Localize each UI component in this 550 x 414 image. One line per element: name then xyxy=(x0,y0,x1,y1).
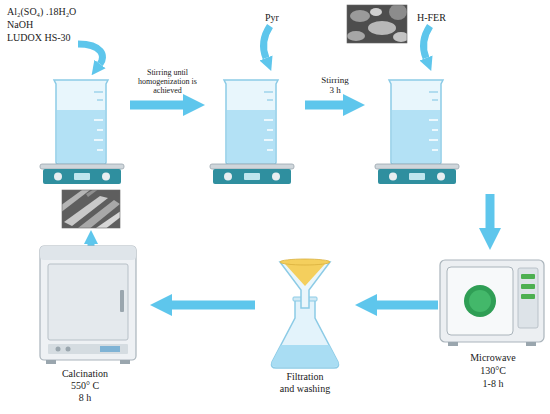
feed-arrow xyxy=(263,26,270,58)
calcination-oven xyxy=(40,246,136,364)
step-label: Filtration and washing xyxy=(279,371,331,395)
feed-arrow xyxy=(423,26,430,58)
process-step: Calcination550° C8 h xyxy=(20,240,150,412)
stirrer-beaker xyxy=(375,80,459,184)
stirrer-beaker xyxy=(210,80,294,184)
step-label: Calcination xyxy=(20,368,150,380)
flow-arrow xyxy=(172,301,255,310)
process-step: Pyr xyxy=(205,4,305,194)
sem-image xyxy=(62,190,120,228)
process-step: H-FER xyxy=(365,4,500,194)
step-label: 1-8 h xyxy=(438,378,548,390)
reagent-label: Al₂(SO₄) .18H₂O xyxy=(7,6,127,18)
step-label: 8 h xyxy=(20,392,150,404)
flow-arrow xyxy=(486,194,495,228)
additive-label: H-FER xyxy=(417,12,477,24)
step-label: Microwave xyxy=(438,352,548,364)
edge-label: Stirring until homogenization is achieve… xyxy=(127,68,209,96)
reagent-label: NaOH xyxy=(7,19,127,31)
process-step: Microwave130°C1-8 h xyxy=(438,250,548,410)
sem-frame xyxy=(62,190,120,228)
feed-arrow xyxy=(78,44,102,64)
microwave-oven xyxy=(440,260,544,346)
additive-label: Pyr xyxy=(265,12,305,24)
flow-arrow xyxy=(377,301,438,310)
reagent-label: LUDOX HS-30 xyxy=(7,32,127,44)
edge-label: Stirring 3 h xyxy=(320,75,351,96)
flow-arrow xyxy=(130,101,183,110)
sem-image xyxy=(347,5,407,43)
step-label: 130°C xyxy=(438,365,548,377)
sem-frame xyxy=(347,5,407,43)
filtration-flask xyxy=(272,259,339,368)
step-label: 550° C xyxy=(20,380,150,392)
process-step: Filtration and washing xyxy=(255,250,355,410)
stirrer-beaker xyxy=(40,80,124,184)
flow-arrow xyxy=(305,101,343,110)
process-step: Al₂(SO₄) .18H₂ONaOHLUDOX HS-30 xyxy=(5,4,130,194)
